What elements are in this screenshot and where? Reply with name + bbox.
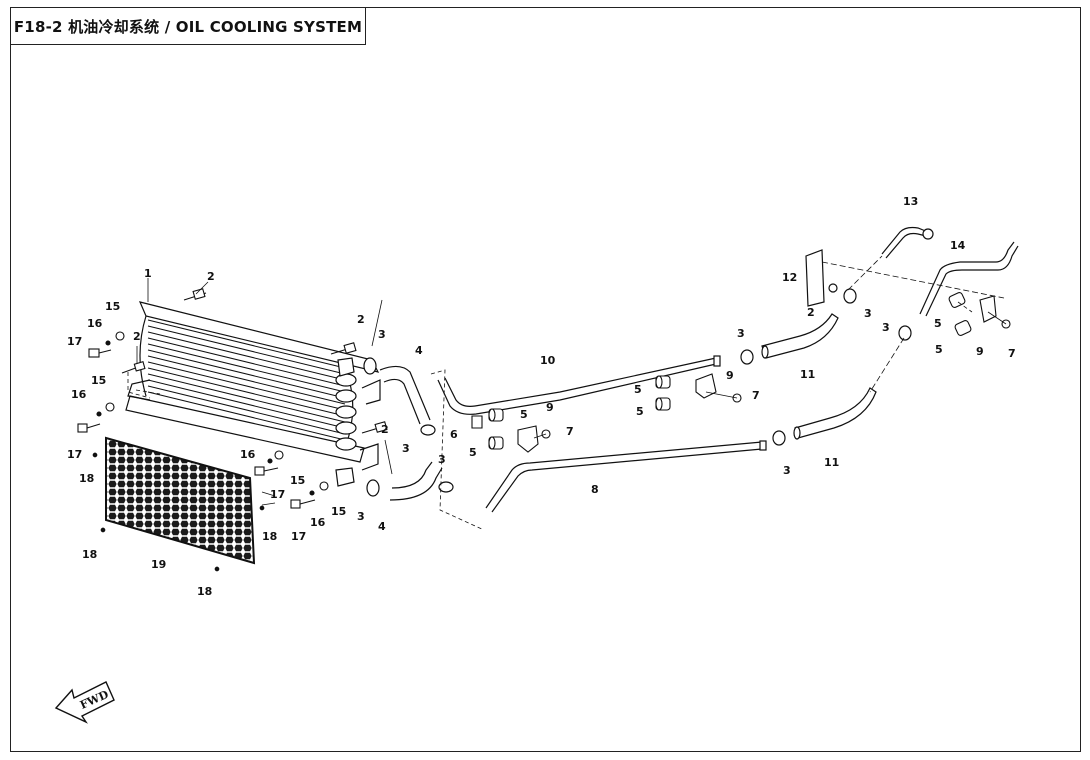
leader-lines [127,255,1007,531]
callout-7: 7 [1008,347,1016,360]
callout-9: 9 [726,369,734,382]
callout-17: 17 [270,488,285,501]
callout-12: 12 [782,271,797,284]
callout-18: 18 [197,585,212,598]
callout-7: 7 [566,425,574,438]
callout-9: 9 [976,345,984,358]
callout-3: 3 [378,328,386,341]
callout-3: 3 [783,464,791,477]
callout-5: 5 [935,343,943,356]
callout-18: 18 [82,548,97,561]
callout-2: 2 [381,423,389,436]
callout-17: 17 [67,335,82,348]
callout-17: 17 [291,530,306,543]
callout-16: 16 [71,388,87,401]
callout-2: 2 [357,313,365,326]
callout-1: 1 [144,267,152,280]
drawing-frame [10,7,1081,752]
callout-16: 16 [87,317,103,330]
oil-cooler [125,301,381,487]
hose-clamps [363,288,912,497]
callout-15: 15 [91,374,106,387]
callout-2: 2 [207,270,215,283]
callout-2: 2 [133,330,141,343]
callout-14: 14 [950,239,966,252]
callout-4: 4 [378,520,386,533]
callout-3: 3 [438,453,446,466]
callout-numbers: 1 2 15 16 17 2 15 16 17 18 18 18 18 19 2… [67,195,1016,598]
short-hoses [379,365,443,501]
callout-19: 19 [151,558,166,571]
callout-8: 8 [591,483,599,496]
callout-18: 18 [262,530,277,543]
callout-4: 4 [415,344,423,357]
callout-3: 3 [357,510,365,523]
callout-5: 5 [636,405,644,418]
callout-3: 3 [402,442,410,455]
callout-15: 15 [331,505,346,518]
callout-5: 5 [520,408,528,421]
callout-3: 3 [864,307,872,320]
fwd-direction-arrow: FWD [54,681,115,724]
callout-16: 16 [240,448,256,461]
tube-10 [437,355,721,415]
callout-5: 5 [634,383,642,396]
screen-grille [105,436,256,565]
callout-5: 5 [469,446,477,459]
callout-9: 9 [546,401,554,414]
tube-8 [485,440,767,513]
callout-11: 11 [800,368,815,381]
long-hoses [761,313,877,440]
callout-17: 17 [67,448,82,461]
title-block: F18-2 机油冷却系统 / OIL COOLING SYSTEM [10,7,366,45]
callout-15: 15 [105,300,120,313]
clips-and-grommets [471,292,1011,453]
callout-13: 13 [903,195,918,208]
callout-2: 2 [807,306,815,319]
callout-15: 15 [290,474,305,487]
callout-3: 3 [737,327,745,340]
fasteners [77,288,388,572]
page-title: F18-2 机油冷却系统 / OIL COOLING SYSTEM [13,17,363,36]
callout-5: 5 [934,317,942,330]
callout-18: 18 [79,472,94,485]
callout-16: 16 [310,516,326,529]
callout-3: 3 [882,321,890,334]
callout-7: 7 [752,389,760,402]
callout-10: 10 [540,354,556,367]
callout-11: 11 [824,456,839,469]
callout-6: 6 [450,428,458,441]
bracket-and-breathers [805,226,1019,317]
